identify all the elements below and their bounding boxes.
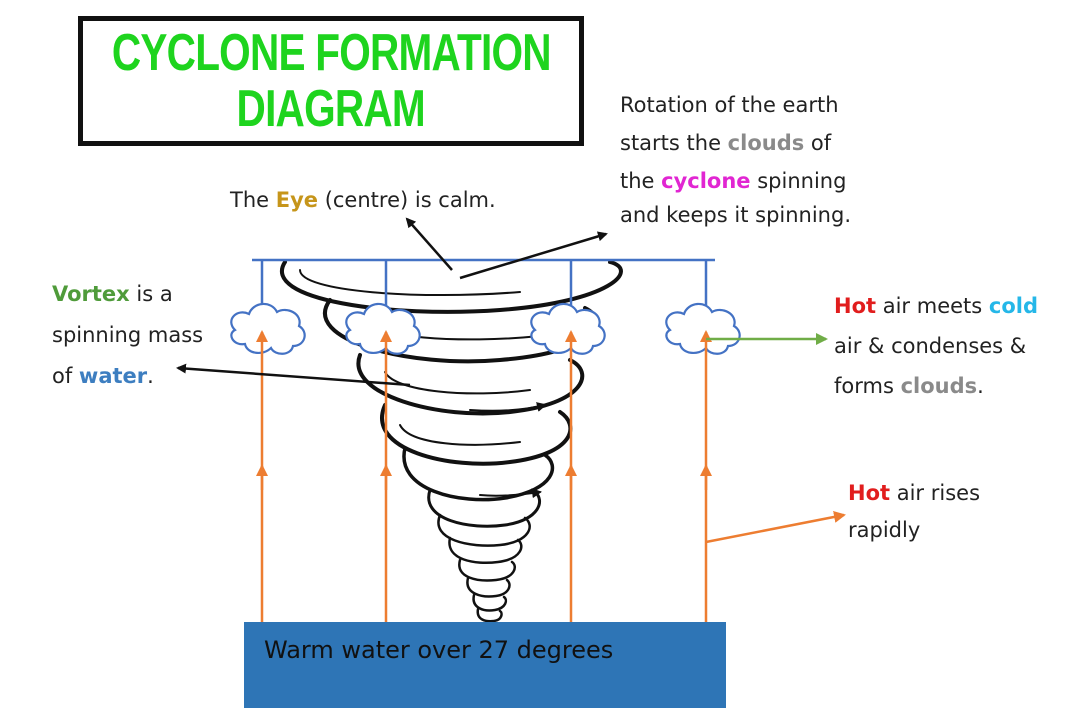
swirl-ring-1b xyxy=(299,269,521,297)
vortex-keyword: Vortex xyxy=(52,282,130,306)
title-line-1: CYCLONE FORMATION xyxy=(111,24,552,82)
eye-text: The xyxy=(230,188,276,212)
swirl-ring-3 xyxy=(356,353,585,416)
rises-pointer-arrow xyxy=(705,511,846,544)
vortex-pointer-arrow xyxy=(176,363,411,387)
rotation-text: spinning xyxy=(750,169,847,193)
clouds xyxy=(230,302,741,355)
hot-meets-text: air meets xyxy=(876,294,989,318)
rotation-text: the xyxy=(620,169,662,193)
hot-meets-cold-label: Hot air meets cold air & condenses & for… xyxy=(834,286,1038,406)
rotation-line-4: and keeps it spinning. xyxy=(620,203,851,227)
rises-text: air rises xyxy=(890,481,981,505)
vortex-line-2: spinning mass xyxy=(52,323,204,347)
vortex-line-1: Vortex is a xyxy=(52,274,203,315)
rotation-label: Rotation of the earth starts the clouds … xyxy=(620,86,851,234)
swirl-ring-4b xyxy=(399,424,521,446)
eye-pointer-arrow xyxy=(405,217,453,271)
water-keyword: water xyxy=(78,364,148,388)
swirl-ring-5 xyxy=(402,446,555,502)
cloud-icon-3 xyxy=(530,302,606,355)
swirl-ring-12 xyxy=(476,607,503,623)
rotation-text: of xyxy=(804,131,832,155)
title-line-2: DIAGRAM xyxy=(236,80,426,138)
swirl-ring-7 xyxy=(437,513,531,547)
vortex-text: . xyxy=(147,364,154,388)
hot-meets-text: forms xyxy=(834,374,901,398)
hot-keyword: Hot xyxy=(848,481,891,505)
swirl-ring-6 xyxy=(427,488,541,528)
warm-water-box xyxy=(244,622,726,708)
vortex-line-3: of water. xyxy=(52,356,203,397)
title-box: CYCLONE FORMATION DIAGRAM xyxy=(78,16,584,146)
swirl-ring-11 xyxy=(472,593,508,612)
cloud-icon-2 xyxy=(345,302,421,355)
rises-line-2: rapidly xyxy=(848,518,921,542)
eye-text: (centre) is calm. xyxy=(318,188,496,212)
rotation-line-2: starts the clouds of xyxy=(620,124,851,162)
clouds-keyword: clouds xyxy=(727,131,805,155)
cloud-icon-4 xyxy=(665,302,741,355)
swirl-ring-8 xyxy=(448,536,523,564)
swirl-arrow-mid xyxy=(469,402,547,412)
rises-line-1: Hot air rises xyxy=(848,475,980,512)
rising-air-lines xyxy=(256,330,712,622)
swirl-ring-1 xyxy=(280,260,623,314)
rotation-text: starts the xyxy=(620,131,728,155)
hot-air-rises-label: Hot air rises rapidly xyxy=(848,475,980,549)
rotation-line-1: Rotation of the earth xyxy=(620,93,839,117)
swirl-ring-10 xyxy=(466,576,511,598)
clouds-keyword: clouds xyxy=(900,374,978,398)
eye-label: The Eye (centre) is calm. xyxy=(230,181,496,219)
vortex-text: of xyxy=(52,364,79,388)
hot-meets-line-1: Hot air meets cold xyxy=(834,286,1038,326)
rotation-line-3: the cyclone spinning xyxy=(620,162,851,200)
rotation-pointer-arrow xyxy=(459,231,608,280)
hot-meets-line-2: air & condenses & xyxy=(834,334,1027,358)
cyclone-keyword: cyclone xyxy=(661,169,751,193)
hot-keyword: Hot xyxy=(834,294,877,318)
hot-meets-line-3: forms clouds. xyxy=(834,366,1038,406)
cold-keyword: cold xyxy=(988,294,1038,318)
warm-water-label: Warm water over 27 degrees xyxy=(264,636,614,664)
vortex-text: is a xyxy=(129,282,173,306)
swirl-ring-3b xyxy=(384,371,531,395)
cloud-icon-1 xyxy=(230,302,306,355)
eye-keyword: Eye xyxy=(275,188,319,212)
swirl-arrow-low xyxy=(479,488,542,499)
vortex-label: Vortex is a spinning mass of water. xyxy=(52,274,203,397)
hot-meets-text: . xyxy=(977,374,984,398)
swirl-ring-9 xyxy=(458,558,516,582)
